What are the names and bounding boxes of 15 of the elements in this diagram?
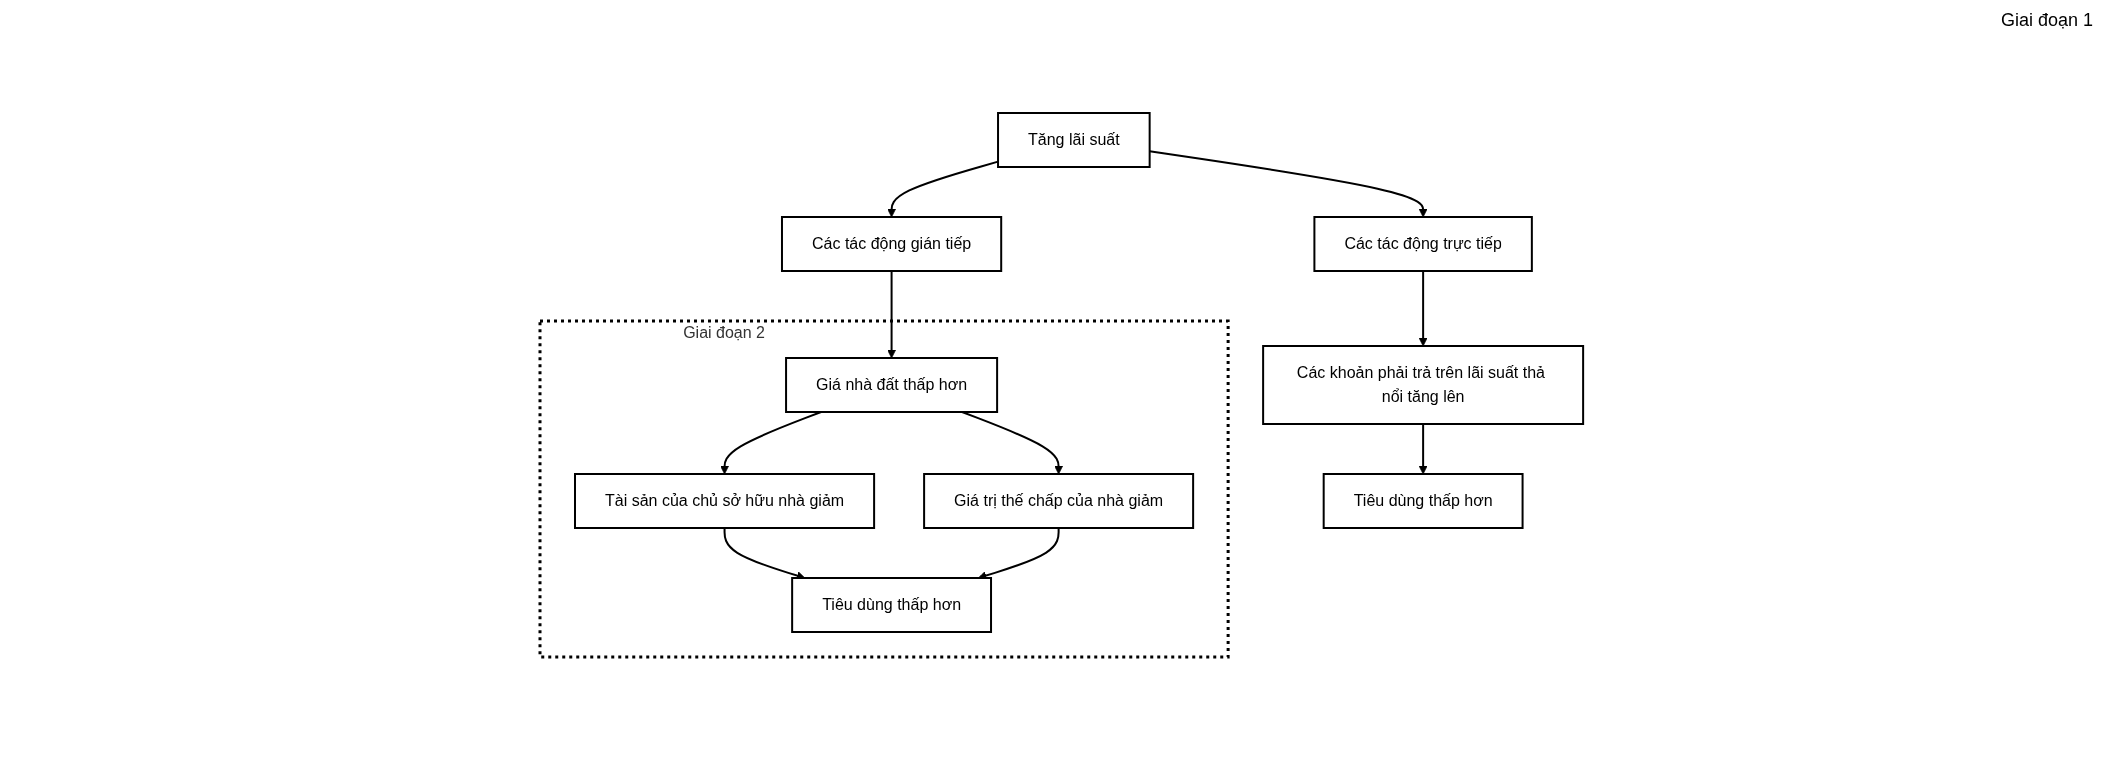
node-box: Các tác động gián tiếp	[780, 215, 1003, 272]
node-box: Tài sản của chủ sở hữu nhà giảm	[573, 472, 876, 529]
node-box: Giá trị thế chấp của nhà giảm	[923, 472, 1195, 529]
node-box: Tiêu dùng thấp hơn	[791, 576, 992, 633]
node-box: Tăng lãi suất	[996, 111, 1151, 168]
arrow	[1418, 269, 1428, 346]
node-box: Giá nhà đất thấp hơn	[785, 356, 999, 413]
stage-label: Giai đoạn 1	[2000, 10, 2093, 31]
arrow	[1418, 422, 1428, 474]
arrow	[961, 410, 1063, 474]
node-box: Các khoản phải trả trên lãi suất thả nổi tăng lên	[1262, 344, 1585, 425]
node-box: Các tác động trực tiếp	[1313, 215, 1533, 272]
arrow	[720, 410, 823, 474]
node-box: Tiêu dùng thấp hơn	[1322, 472, 1524, 529]
arrow	[887, 269, 896, 358]
